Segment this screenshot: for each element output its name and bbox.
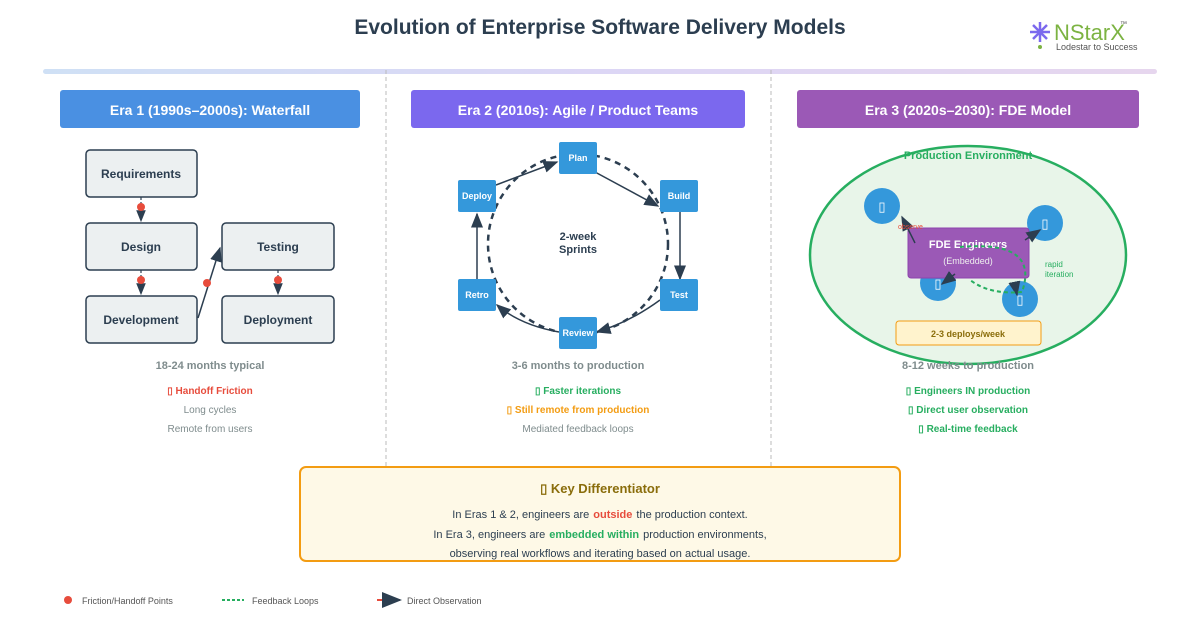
- legend: Friction/Handoff Points Feedback Loops D…: [64, 592, 482, 608]
- label: Review: [562, 328, 594, 338]
- label: ▯ Real-time feedback: [918, 424, 1018, 435]
- label: ▯: [1016, 292, 1023, 307]
- label: Remote from users: [167, 424, 252, 435]
- label: rapid: [1045, 260, 1063, 269]
- key-line-2: In Era 3, engineers are embedded within pr…: [433, 529, 766, 541]
- label: ▯ Faster iterations: [535, 386, 622, 397]
- label: ▯: [1041, 216, 1048, 231]
- label: embedded within: [549, 529, 639, 541]
- label: Build: [668, 191, 691, 201]
- page-title: Evolution of Enterprise Software Deliver…: [354, 16, 845, 39]
- era1-header-label: Era 1 (1990s–2000s): Waterfall: [110, 102, 310, 118]
- label: ▯ Key Differentiator: [540, 481, 660, 496]
- label: Testing: [257, 240, 299, 254]
- label: ▯ Direct user observation: [908, 405, 1028, 416]
- label: Friction/Handoff Points: [82, 596, 173, 606]
- divider-bar: [43, 69, 1157, 74]
- label: Deployment: [244, 313, 313, 327]
- label: Production Environment: [904, 150, 1033, 162]
- era3-header: [797, 90, 1139, 128]
- label: Deploy: [462, 191, 492, 201]
- friction-points: [137, 203, 282, 287]
- label: iteration: [1045, 270, 1073, 279]
- label: ▯: [934, 276, 941, 291]
- label: 3-6 months to production: [512, 360, 645, 372]
- key-differentiator-box: [299, 466, 901, 562]
- logo: NStarX ™ Lodestar to Success: [1030, 20, 1138, 52]
- label: 18-24 months typical: [156, 360, 265, 372]
- label: Design: [121, 240, 161, 254]
- star-icon: [1030, 22, 1050, 42]
- era1-header: [60, 90, 360, 128]
- label: Development: [103, 313, 178, 327]
- label: Retro: [465, 290, 489, 300]
- label: production environments,: [643, 529, 767, 541]
- label: ▯: [878, 199, 885, 214]
- era2-header: [411, 90, 745, 128]
- label: 8-12 weeks to production: [902, 360, 1034, 372]
- label: outside: [593, 509, 632, 521]
- label: Feedback Loops: [252, 596, 319, 606]
- key-line-1: In Eras 1 & 2, engineers are outside the p…: [452, 509, 747, 521]
- fde-engineers-box: [907, 227, 1030, 279]
- deploys-badge: [895, 320, 1042, 346]
- sprint-nodes: [458, 142, 698, 349]
- era2-header-label: Era 2 (2010s): Agile / Product Teams: [458, 102, 699, 118]
- label: NStarX: [1054, 20, 1125, 45]
- label: Long cycles: [184, 405, 237, 416]
- label: In Eras 1 & 2, engineers are: [452, 509, 589, 521]
- box-deployment: [221, 295, 335, 344]
- era3-header-label: Era 3 (2020s–2030): FDE Model: [865, 102, 1071, 118]
- box-development: [85, 295, 198, 344]
- label: ▯ Handoff Friction: [167, 386, 253, 397]
- label: ▯ Still remote from production: [507, 405, 650, 416]
- label: Sprints: [559, 244, 597, 256]
- label: Test: [670, 290, 688, 300]
- label: the production context.: [636, 509, 747, 521]
- label: ▯ Engineers IN production: [906, 386, 1030, 397]
- label: ™: [1120, 21, 1127, 28]
- label: In Era 3, engineers are: [433, 529, 545, 541]
- label: observing real workflows and iterating b…: [450, 548, 751, 560]
- label: observe: [898, 224, 923, 231]
- label: Mediated feedback loops: [522, 424, 633, 435]
- label: 2-3 deploys/week: [931, 329, 1006, 339]
- label: Requirements: [101, 167, 181, 181]
- friction-legend-icon: [64, 596, 72, 604]
- label: Plan: [568, 153, 587, 163]
- label: 2-week: [560, 231, 598, 243]
- label: (Embedded): [943, 256, 993, 266]
- label: Lodestar to Success: [1056, 42, 1138, 52]
- label: Direct Observation: [407, 596, 482, 606]
- label: FDE Engineers: [929, 239, 1007, 251]
